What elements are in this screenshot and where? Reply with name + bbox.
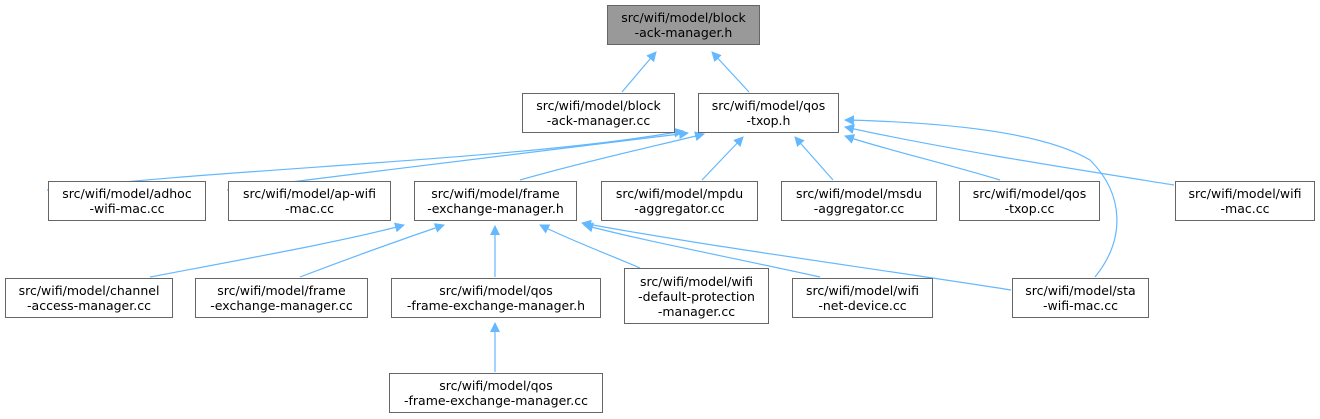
node-label-line: src/wifi/model/frame xyxy=(431,186,560,201)
node-label-line: -access-manager.cc xyxy=(27,298,151,313)
dependency-edge xyxy=(519,131,705,181)
node-label-line: -ack-manager.h xyxy=(634,25,733,40)
dependency-edge xyxy=(539,224,641,269)
dependency-edge xyxy=(581,219,1012,291)
node-label-line: -frame-exchange-manager.cc xyxy=(403,393,588,408)
node-label-line: -frame-exchange-manager.h xyxy=(406,298,586,313)
node-label-line: src/wifi/model/qos xyxy=(439,378,553,393)
node-adhoc-wifi-mac-cc[interactable]: src/wifi/model/adhoc -wifi-mac.cc xyxy=(48,181,206,221)
dependency-edge xyxy=(299,223,445,278)
node-label-line: src/wifi/model/channel xyxy=(18,283,160,298)
node-label-line: -wifi-mac.cc xyxy=(89,201,165,216)
node-wifi-default-protection-manager-cc[interactable]: src/wifi/model/wifi -default-protection … xyxy=(624,268,769,324)
node-label-line: -mac.cc xyxy=(285,201,334,216)
dependency-edge xyxy=(844,134,1001,181)
dependency-edge xyxy=(621,51,657,93)
dependency-edge xyxy=(701,136,744,181)
node-qos-txop-cc[interactable]: src/wifi/model/qos -txop.cc xyxy=(959,181,1100,221)
node-label-line: src/wifi/model/sta xyxy=(1025,283,1136,298)
node-label-line: -aggregator.cc xyxy=(634,201,725,216)
node-label-line: src/wifi/model/wifi xyxy=(806,283,919,298)
node-label-line: src/wifi/model/wifi xyxy=(640,273,753,289)
node-label-line: src/wifi/model/adhoc xyxy=(62,186,192,201)
node-qos-frame-exchange-manager-h[interactable]: src/wifi/model/qos -frame-exchange-manag… xyxy=(391,278,601,318)
dependency-edge xyxy=(149,222,405,278)
dependency-edge xyxy=(711,51,750,93)
node-channel-access-manager-cc[interactable]: src/wifi/model/channel -access-manager.c… xyxy=(5,278,173,318)
node-qos-txop-h[interactable]: src/wifi/model/qos -txop.h xyxy=(698,93,839,133)
node-label-line: -exchange-manager.cc xyxy=(210,298,353,313)
node-label-line: -exchange-manager.h xyxy=(427,201,564,216)
node-block-ack-manager-h: src/wifi/model/block -ack-manager.h xyxy=(607,5,760,45)
node-msdu-aggregator-cc[interactable]: src/wifi/model/msdu -aggregator.cc xyxy=(781,181,937,221)
node-label-line: src/wifi/model/qos xyxy=(711,98,826,113)
node-label-line: -aggregator.cc xyxy=(813,201,905,216)
node-frame-exchange-manager-cc[interactable]: src/wifi/model/frame -exchange-manager.c… xyxy=(195,278,368,318)
node-block-ack-manager-cc[interactable]: src/wifi/model/block -ack-manager.cc xyxy=(522,93,675,133)
node-label-line: -txop.h xyxy=(746,113,791,128)
node-wifi-net-device-cc[interactable]: src/wifi/model/wifi -net-device.cc xyxy=(792,278,933,318)
node-label-line: src/wifi/model/block xyxy=(621,10,746,25)
node-frame-exchange-manager-h[interactable]: src/wifi/model/frame -exchange-manager.h xyxy=(414,181,577,221)
node-label-line: -default-protection xyxy=(638,288,755,304)
node-label-line: src/wifi/model/block xyxy=(536,98,661,113)
node-label-line: -wifi-mac.cc xyxy=(1042,298,1119,313)
node-label-line: src/wifi/model/mpdu xyxy=(615,186,744,201)
node-label-line: -net-device.cc xyxy=(818,298,907,313)
node-mpdu-aggregator-cc[interactable]: src/wifi/model/mpdu -aggregator.cc xyxy=(601,181,758,221)
node-label-line: src/wifi/model/msdu xyxy=(796,186,922,201)
node-ap-wifi-mac-cc[interactable]: src/wifi/model/ap-wifi -mac.cc xyxy=(228,181,391,221)
node-label-line: src/wifi/model/qos xyxy=(439,283,553,298)
dependency-edge xyxy=(794,136,834,181)
dependency-edge xyxy=(844,124,1175,186)
node-wifi-mac-cc[interactable]: src/wifi/model/wifi -mac.cc xyxy=(1175,181,1315,221)
node-label-line: src/wifi/model/frame xyxy=(217,283,346,298)
node-label-line: src/wifi/model/wifi xyxy=(1188,186,1302,201)
node-label-line: -ack-manager.cc xyxy=(546,113,651,128)
node-label-line: src/wifi/model/ap-wifi xyxy=(242,186,377,201)
node-label-line: -manager.cc xyxy=(657,303,736,319)
node-label-line: src/wifi/model/qos xyxy=(972,186,1087,201)
node-label-line: -mac.cc xyxy=(1220,201,1270,216)
node-sta-wifi-mac-cc[interactable]: src/wifi/model/sta -wifi-mac.cc xyxy=(1012,278,1149,318)
dependency-edge xyxy=(583,222,821,278)
node-qos-frame-exchange-manager-cc[interactable]: src/wifi/model/qos -frame-exchange-manag… xyxy=(389,373,603,413)
node-label-line: -txop.cc xyxy=(1004,201,1055,216)
dependency-edge xyxy=(844,115,1118,278)
